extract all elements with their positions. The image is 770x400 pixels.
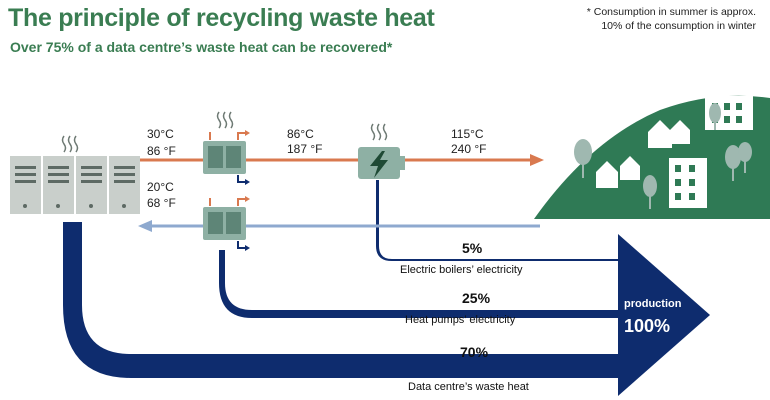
sankey-flows: [63, 180, 710, 396]
diagram-subtitle: Over 75% of a data centre’s waste heat c…: [10, 39, 393, 55]
diagram-title: The principle of recycling waste heat: [8, 4, 435, 32]
building-icon-2: [669, 158, 707, 208]
hot-pipe-arrowhead: [530, 154, 544, 166]
electric-boiler: [358, 147, 405, 179]
flow-boilers-label: Electric boilers’ electricity: [400, 264, 523, 276]
temp-hp-out-f: 187 °F: [287, 142, 323, 156]
temp-boiler-out-c: 115°C: [451, 127, 484, 141]
temp-return-c: 20°C: [147, 180, 174, 194]
data-centre-servers: [10, 156, 140, 214]
tree-icon: [574, 103, 752, 209]
flow-waste-heat-percent: 70%: [460, 344, 489, 360]
heat-pump-lower: [203, 196, 250, 251]
production-arrow: [618, 234, 710, 396]
flow-heat-pumps: [219, 250, 625, 318]
server-rack-2: [43, 156, 74, 214]
production-label: production: [624, 298, 682, 310]
temp-boiler-out-f: 240 °F: [451, 142, 487, 156]
footnote-line-1: * Consumption in summer is approx.: [586, 6, 756, 18]
server-rack-4: [109, 156, 140, 214]
heat-waves-icon: [61, 135, 79, 153]
flow-heat-pumps-label: Heat pumps’ electricity: [405, 314, 516, 326]
temp-return-f: 68 °F: [147, 196, 176, 210]
heat-waves-icon-boiler: [370, 123, 388, 141]
town-hill: [534, 95, 770, 219]
server-rack-1: [10, 156, 41, 214]
lightning-icon: [370, 151, 388, 178]
cold-pipe-arrowhead: [138, 220, 152, 232]
heat-pump-upper: [203, 130, 250, 185]
flow-heat-pumps-percent: 25%: [462, 290, 491, 306]
server-rack-3: [76, 156, 107, 214]
pipes: [138, 154, 544, 232]
flow-waste-heat-label: Data centre’s waste heat: [408, 381, 529, 393]
flow-boilers-percent: 5%: [462, 240, 483, 256]
temp-dc-out-c: 30°C: [147, 127, 174, 141]
temp-hp-out-c: 86°C: [287, 127, 314, 141]
production-value: 100%: [624, 316, 671, 336]
house-icon: [596, 120, 690, 188]
heat-waves-icon-hp: [216, 111, 234, 129]
temp-dc-out-f: 86 °F: [147, 144, 176, 158]
flow-waste-heat: [63, 222, 625, 378]
footnote-line-2: 10% of the consumption in winter: [601, 20, 756, 32]
